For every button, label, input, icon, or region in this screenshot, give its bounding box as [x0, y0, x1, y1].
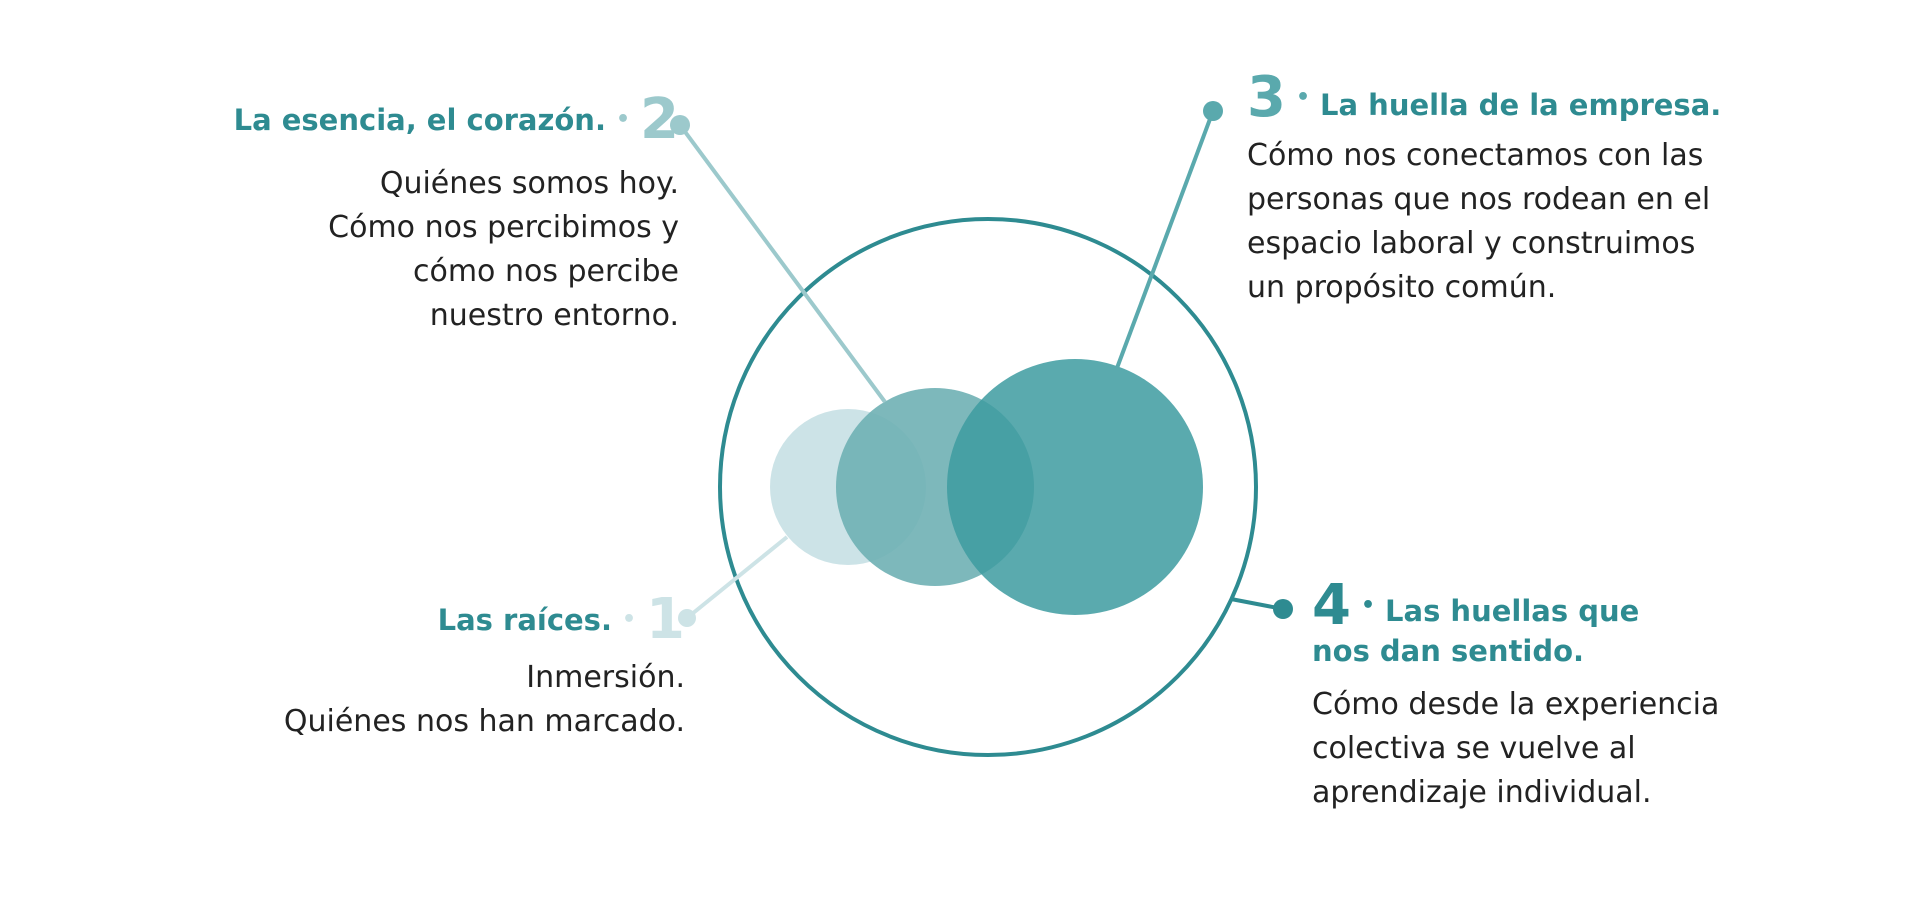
item-2-line: cómo nos percibe: [412, 254, 679, 289]
item-4-title-line2: nos dan sentido.: [1312, 634, 1585, 668]
item-1-line: Inmersión.: [526, 660, 685, 695]
connector-line-3: [1115, 110, 1215, 369]
bullet-dot-icon: •: [1360, 592, 1376, 618]
item-3-line: un propósito común.: [1247, 270, 1557, 305]
item-3-line: personas que nos rodean en el: [1247, 182, 1711, 217]
outer-ring: [718, 217, 1258, 757]
item-2-line: nuestro entorno.: [429, 298, 679, 333]
connector-dot-4: [1273, 599, 1293, 619]
item-4-heading: 4 • Las huellas que: [1312, 578, 1719, 634]
item-1-heading: Las raíces. • 1: [284, 592, 685, 648]
item-4-block: 4 • Las huellas que nos dan sentido. Cóm…: [1312, 578, 1719, 815]
item-2-title: La esencia, el corazón.: [233, 102, 606, 137]
item-3-line: Cómo nos conectamos con las: [1247, 138, 1704, 173]
item-3-description: Cómo nos conectamos con las personas que…: [1247, 134, 1721, 310]
item-4-line: colectiva se vuelve al: [1312, 730, 1636, 766]
circle-3: [947, 359, 1203, 615]
item-1-line: Quiénes nos han marcado.: [283, 704, 685, 739]
item-1-number: 1: [646, 587, 685, 652]
item-3-line: espacio laboral y construimos: [1247, 226, 1696, 261]
item-2-heading: La esencia, el corazón. • 2: [234, 92, 679, 148]
item-4-line: aprendizaje individual.: [1312, 774, 1652, 810]
connector-line-1: [685, 535, 789, 620]
item-3-number: 3: [1247, 65, 1286, 130]
connector-dot-2: [670, 115, 690, 135]
item-1-description: Inmersión. Quiénes nos han marcado.: [284, 656, 685, 744]
item-2-number: 2: [640, 87, 679, 152]
item-3-block: 3 • La huella de la empresa. Cómo nos co…: [1247, 70, 1721, 310]
bullet-dot-icon: •: [615, 106, 631, 132]
item-1-block: Las raíces. • 1 Inmersión. Quiénes nos h…: [284, 592, 685, 744]
bullet-dot-icon: •: [621, 606, 637, 632]
item-2-description: Quiénes somos hoy. Cómo nos percibimos y…: [234, 162, 679, 338]
item-4-description: Cómo desde la experiencia colectiva se v…: [1312, 683, 1719, 815]
item-4-title: Las huellas que: [1385, 593, 1640, 628]
item-3-heading: 3 • La huella de la empresa.: [1247, 70, 1721, 126]
connector-line-2: [678, 123, 887, 404]
item-2-line: Cómo nos percibimos y: [328, 210, 679, 245]
item-2-block: La esencia, el corazón. • 2 Quiénes somo…: [234, 92, 679, 338]
item-3-title: La huella de la empresa.: [1320, 87, 1722, 122]
bullet-dot-icon: •: [1295, 84, 1311, 110]
item-2-line: Quiénes somos hoy.: [379, 166, 679, 201]
connector-dot-3: [1203, 101, 1223, 121]
connector-dot-1: [678, 609, 696, 627]
item-1-title: Las raíces.: [437, 602, 612, 637]
item-4-line: Cómo desde la experiencia: [1312, 686, 1720, 722]
item-4-number: 4: [1312, 573, 1351, 638]
